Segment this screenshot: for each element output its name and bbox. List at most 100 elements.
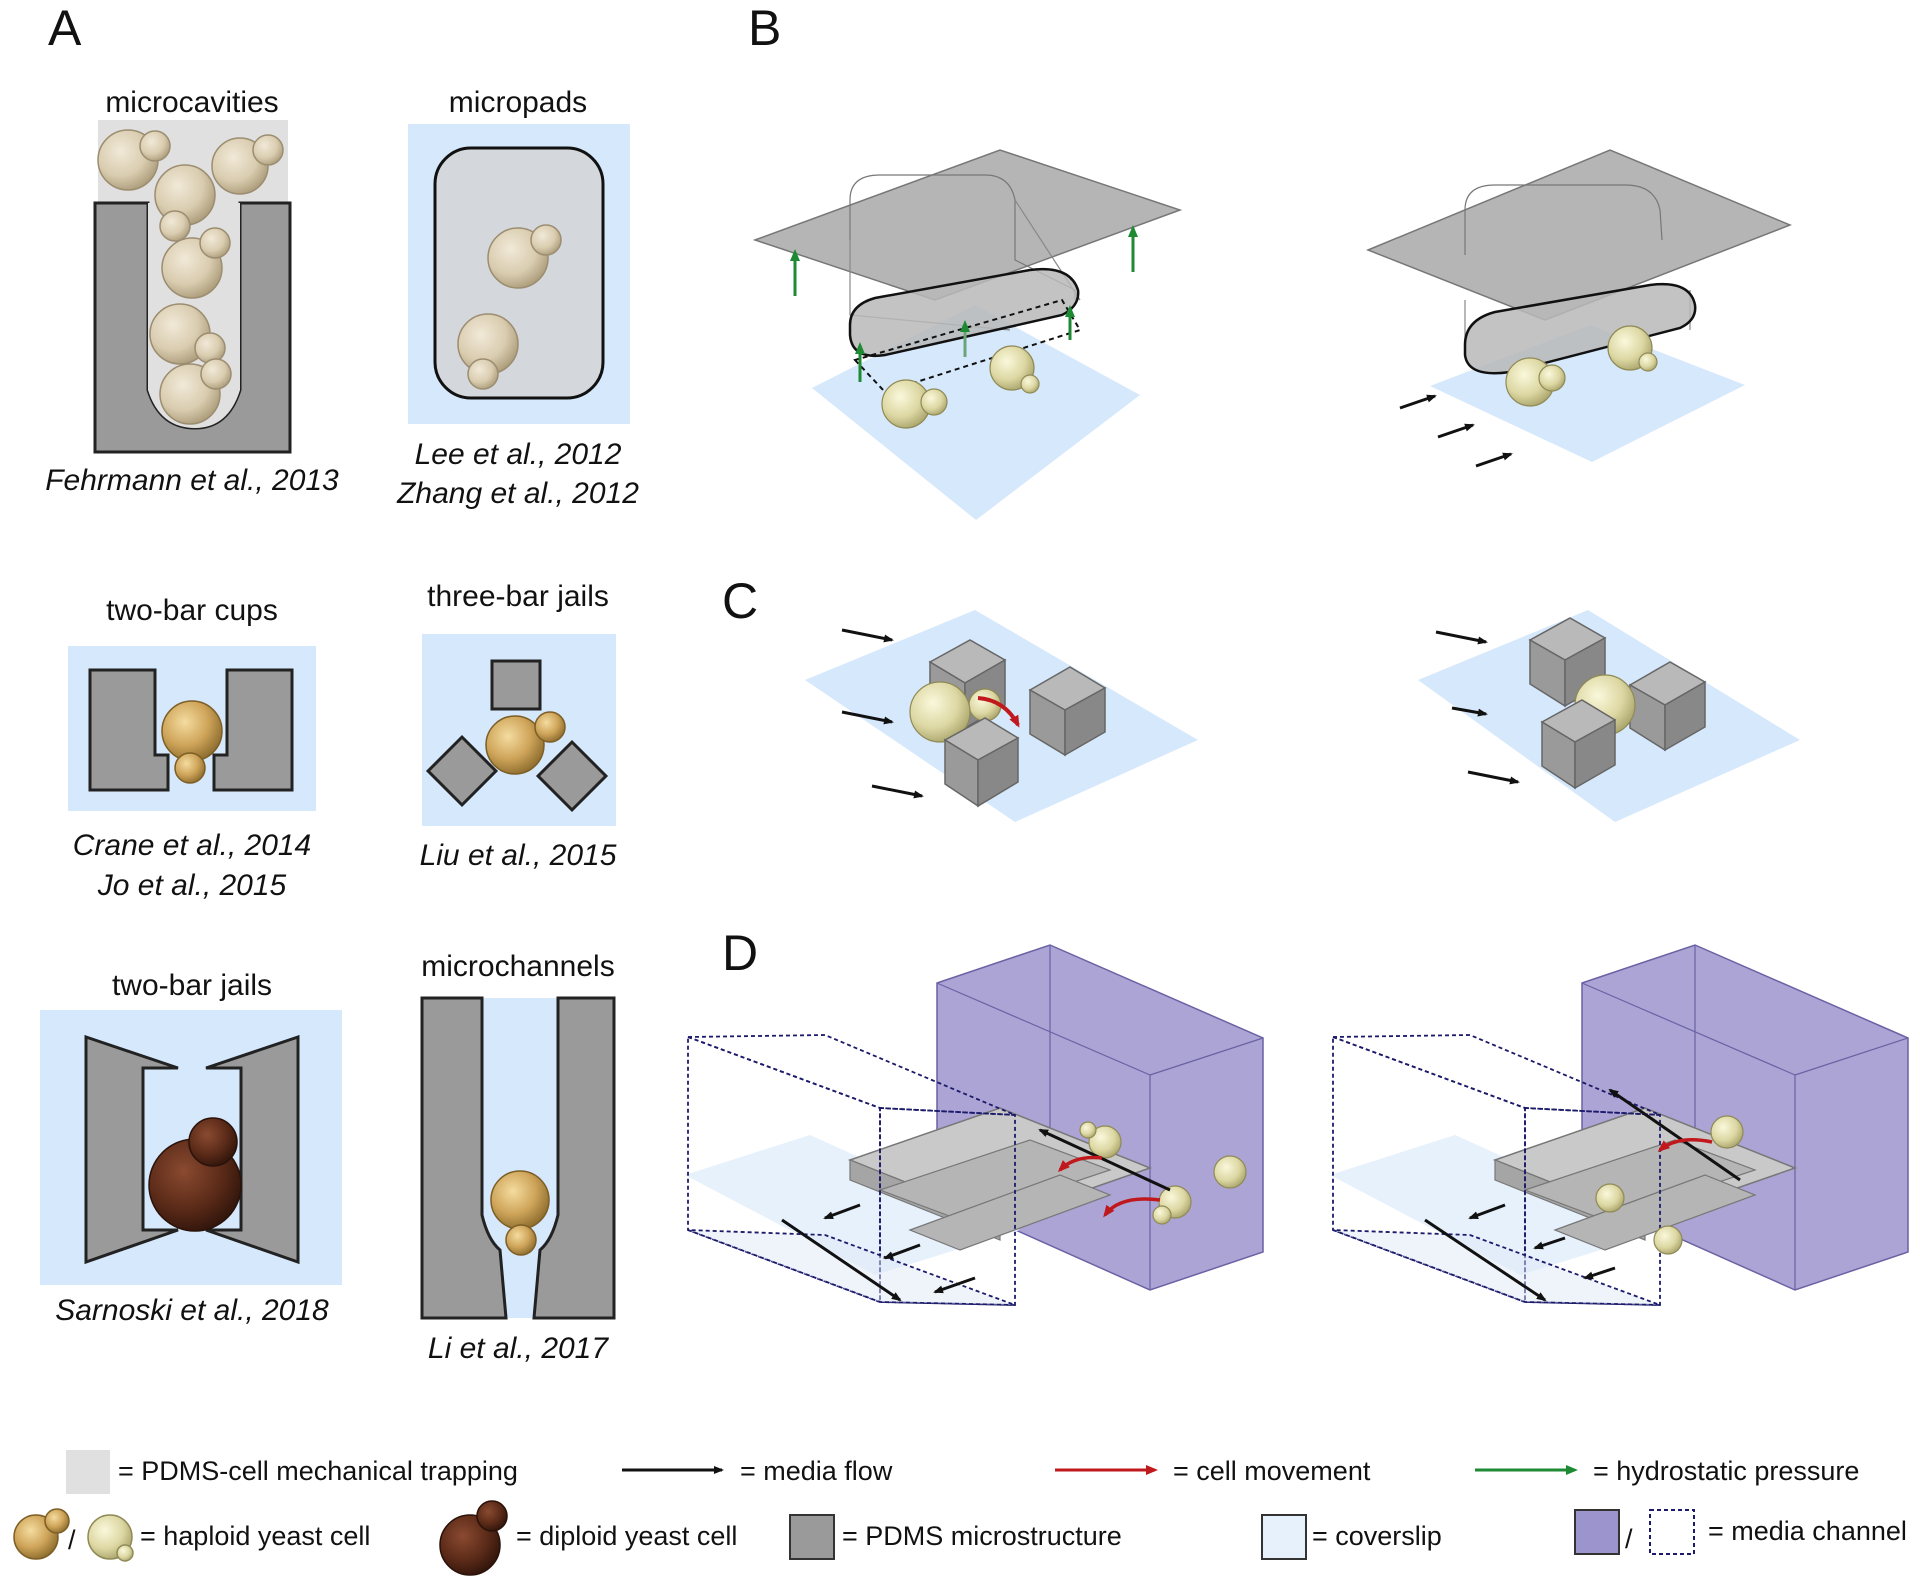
haploid-cell — [1638, 352, 1658, 372]
panel-letter-c: C — [722, 573, 758, 629]
diploid-cell — [188, 1117, 238, 1167]
flow-arrow — [841, 628, 894, 643]
haploid-cell — [1079, 1121, 1097, 1139]
microcavities-title: microcavities — [105, 86, 278, 119]
pdms-micropad — [1463, 282, 1697, 375]
panel-d-right-diagram — [1330, 944, 1909, 1306]
coverslip — [812, 305, 1140, 520]
flow-arrow — [883, 1243, 921, 1260]
three-bar-jails-diagram: three-bar jails Liu et al., 2015 — [420, 580, 617, 872]
haploid-cell — [505, 1224, 537, 1256]
haploid-cell — [252, 134, 284, 166]
microchannels-citation: Li et al., 2017 — [428, 1332, 609, 1365]
haploid-cell — [1213, 1155, 1247, 1189]
flow-arrow — [1475, 452, 1513, 468]
haploid-cell — [968, 688, 1002, 722]
microchannels-title: microchannels — [421, 950, 614, 983]
channel-wall-right — [532, 996, 616, 1320]
cell-movement-arrow — [1657, 1138, 1713, 1152]
jail-bar-right — [535, 739, 609, 813]
flow-arrow — [1533, 1236, 1566, 1250]
haploid-cell — [920, 388, 948, 416]
legend-swatch-media-channel — [1574, 1509, 1620, 1555]
haploid-cell — [1152, 1205, 1172, 1225]
pdms-pad-outline — [1464, 184, 1663, 255]
haploid-cell — [174, 752, 206, 784]
two-bar-cups-citation-1: Crane et al., 2014 — [73, 829, 312, 862]
legend-label-trapping: = PDMS-cell mechanical trapping — [118, 1456, 518, 1486]
coverslip — [805, 610, 1198, 822]
legend-swatch-trapping — [66, 1450, 110, 1494]
jail-bar-top — [490, 659, 542, 711]
flow-arrow — [933, 1276, 976, 1294]
panel-c-left-diagram — [805, 610, 1198, 822]
micropads-citation-2: Zhang et al., 2012 — [396, 477, 639, 510]
panel-letter-b: B — [748, 0, 781, 56]
microchannels-diagram: microchannels Li et al., 2017 — [420, 950, 616, 1365]
legend-label-coverslip: = coverslip — [1312, 1521, 1442, 1551]
legend-label-flow: = media flow — [740, 1456, 893, 1486]
panel-c-right-diagram — [1418, 610, 1800, 822]
pdms-sheet — [1365, 149, 1793, 321]
legend-swatch-pdms — [789, 1514, 835, 1560]
legend: = PDMS-cell mechanical trapping = media … — [13, 1450, 1907, 1576]
two-bar-cups-title: two-bar cups — [106, 594, 278, 627]
haploid-cell — [467, 358, 499, 390]
cell-movement-arrow — [1103, 1197, 1161, 1218]
flow-arrow — [1424, 1218, 1547, 1302]
flow-arrow — [871, 784, 924, 799]
legend-label-media-channel: = media channel — [1708, 1516, 1907, 1546]
panel-letter-a: A — [48, 0, 82, 56]
cell-movement-arrow — [1057, 1155, 1103, 1173]
pdms-micropad — [848, 267, 1080, 358]
panel-b-left-diagram — [752, 149, 1183, 520]
three-bar-jails-title: three-bar jails — [427, 580, 609, 613]
flow-arrow — [1468, 1203, 1506, 1220]
haploid-cell — [159, 210, 191, 242]
haploid-cell — [1088, 1125, 1122, 1159]
flow-arrow — [1437, 423, 1475, 439]
pdms-cube — [1028, 666, 1107, 757]
two-bar-jails-citation: Sarnoski et al., 2018 — [55, 1294, 329, 1327]
panel-letter-d: D — [722, 925, 758, 981]
haploid-cell — [139, 130, 171, 162]
legend-label-pressure: = hydrostatic pressure — [1593, 1456, 1859, 1486]
two-bar-cups-citation-2: Jo et al., 2015 — [97, 869, 287, 902]
haploid-cell — [1653, 1225, 1683, 1255]
pdms-microstructure — [847, 1107, 1153, 1251]
pdms-cube — [1528, 617, 1607, 708]
flow-arrow — [1038, 1128, 1171, 1192]
flow-arrow — [1583, 1266, 1616, 1280]
micropads-citation-1: Lee et al., 2012 — [415, 438, 622, 471]
pdms-microstructure — [1492, 1107, 1798, 1251]
haploid-cell — [485, 715, 545, 775]
micropads-diagram: micropads Lee et al., 2012 Zhang et al.,… — [396, 86, 639, 510]
pdms-pad-outline — [849, 174, 1076, 300]
two-bar-jails-title: two-bar jails — [112, 969, 272, 1002]
cup-bar-right — [212, 668, 294, 792]
jail-bar-left — [425, 734, 499, 808]
microcavities-diagram: microcavities Fehrmann et al., 2013 — [45, 86, 339, 497]
legend-label-cell-movement: = cell movement — [1173, 1456, 1371, 1486]
flow-arrow — [1435, 630, 1488, 645]
three-bar-jails-citation: Liu et al., 2015 — [420, 839, 617, 872]
flow-arrow — [1467, 770, 1520, 785]
legend-separator-haploid: / — [68, 1525, 76, 1555]
cell-movement-arrow — [977, 696, 1020, 728]
microcavities-citation: Fehrmann et al., 2013 — [45, 464, 339, 497]
flow-arrow — [1608, 1088, 1741, 1182]
haploid-cell — [1710, 1115, 1744, 1149]
pdms-sheet — [752, 149, 1183, 301]
flow-arrow — [1451, 706, 1488, 717]
pdms-cube — [1628, 661, 1707, 752]
legend-label-pdms: = PDMS microstructure — [842, 1521, 1122, 1551]
haploid-cell — [1595, 1183, 1625, 1213]
pad-footprint — [853, 298, 1082, 394]
haploid-cell — [909, 681, 971, 743]
haploid-cell — [530, 224, 562, 256]
two-bar-cups-diagram: two-bar cups Crane et al., 2014 Jo et al… — [68, 594, 316, 902]
panel-d-left-diagram — [685, 944, 1264, 1306]
haploid-cell — [161, 700, 223, 762]
jail-bar-left — [84, 1034, 179, 1265]
